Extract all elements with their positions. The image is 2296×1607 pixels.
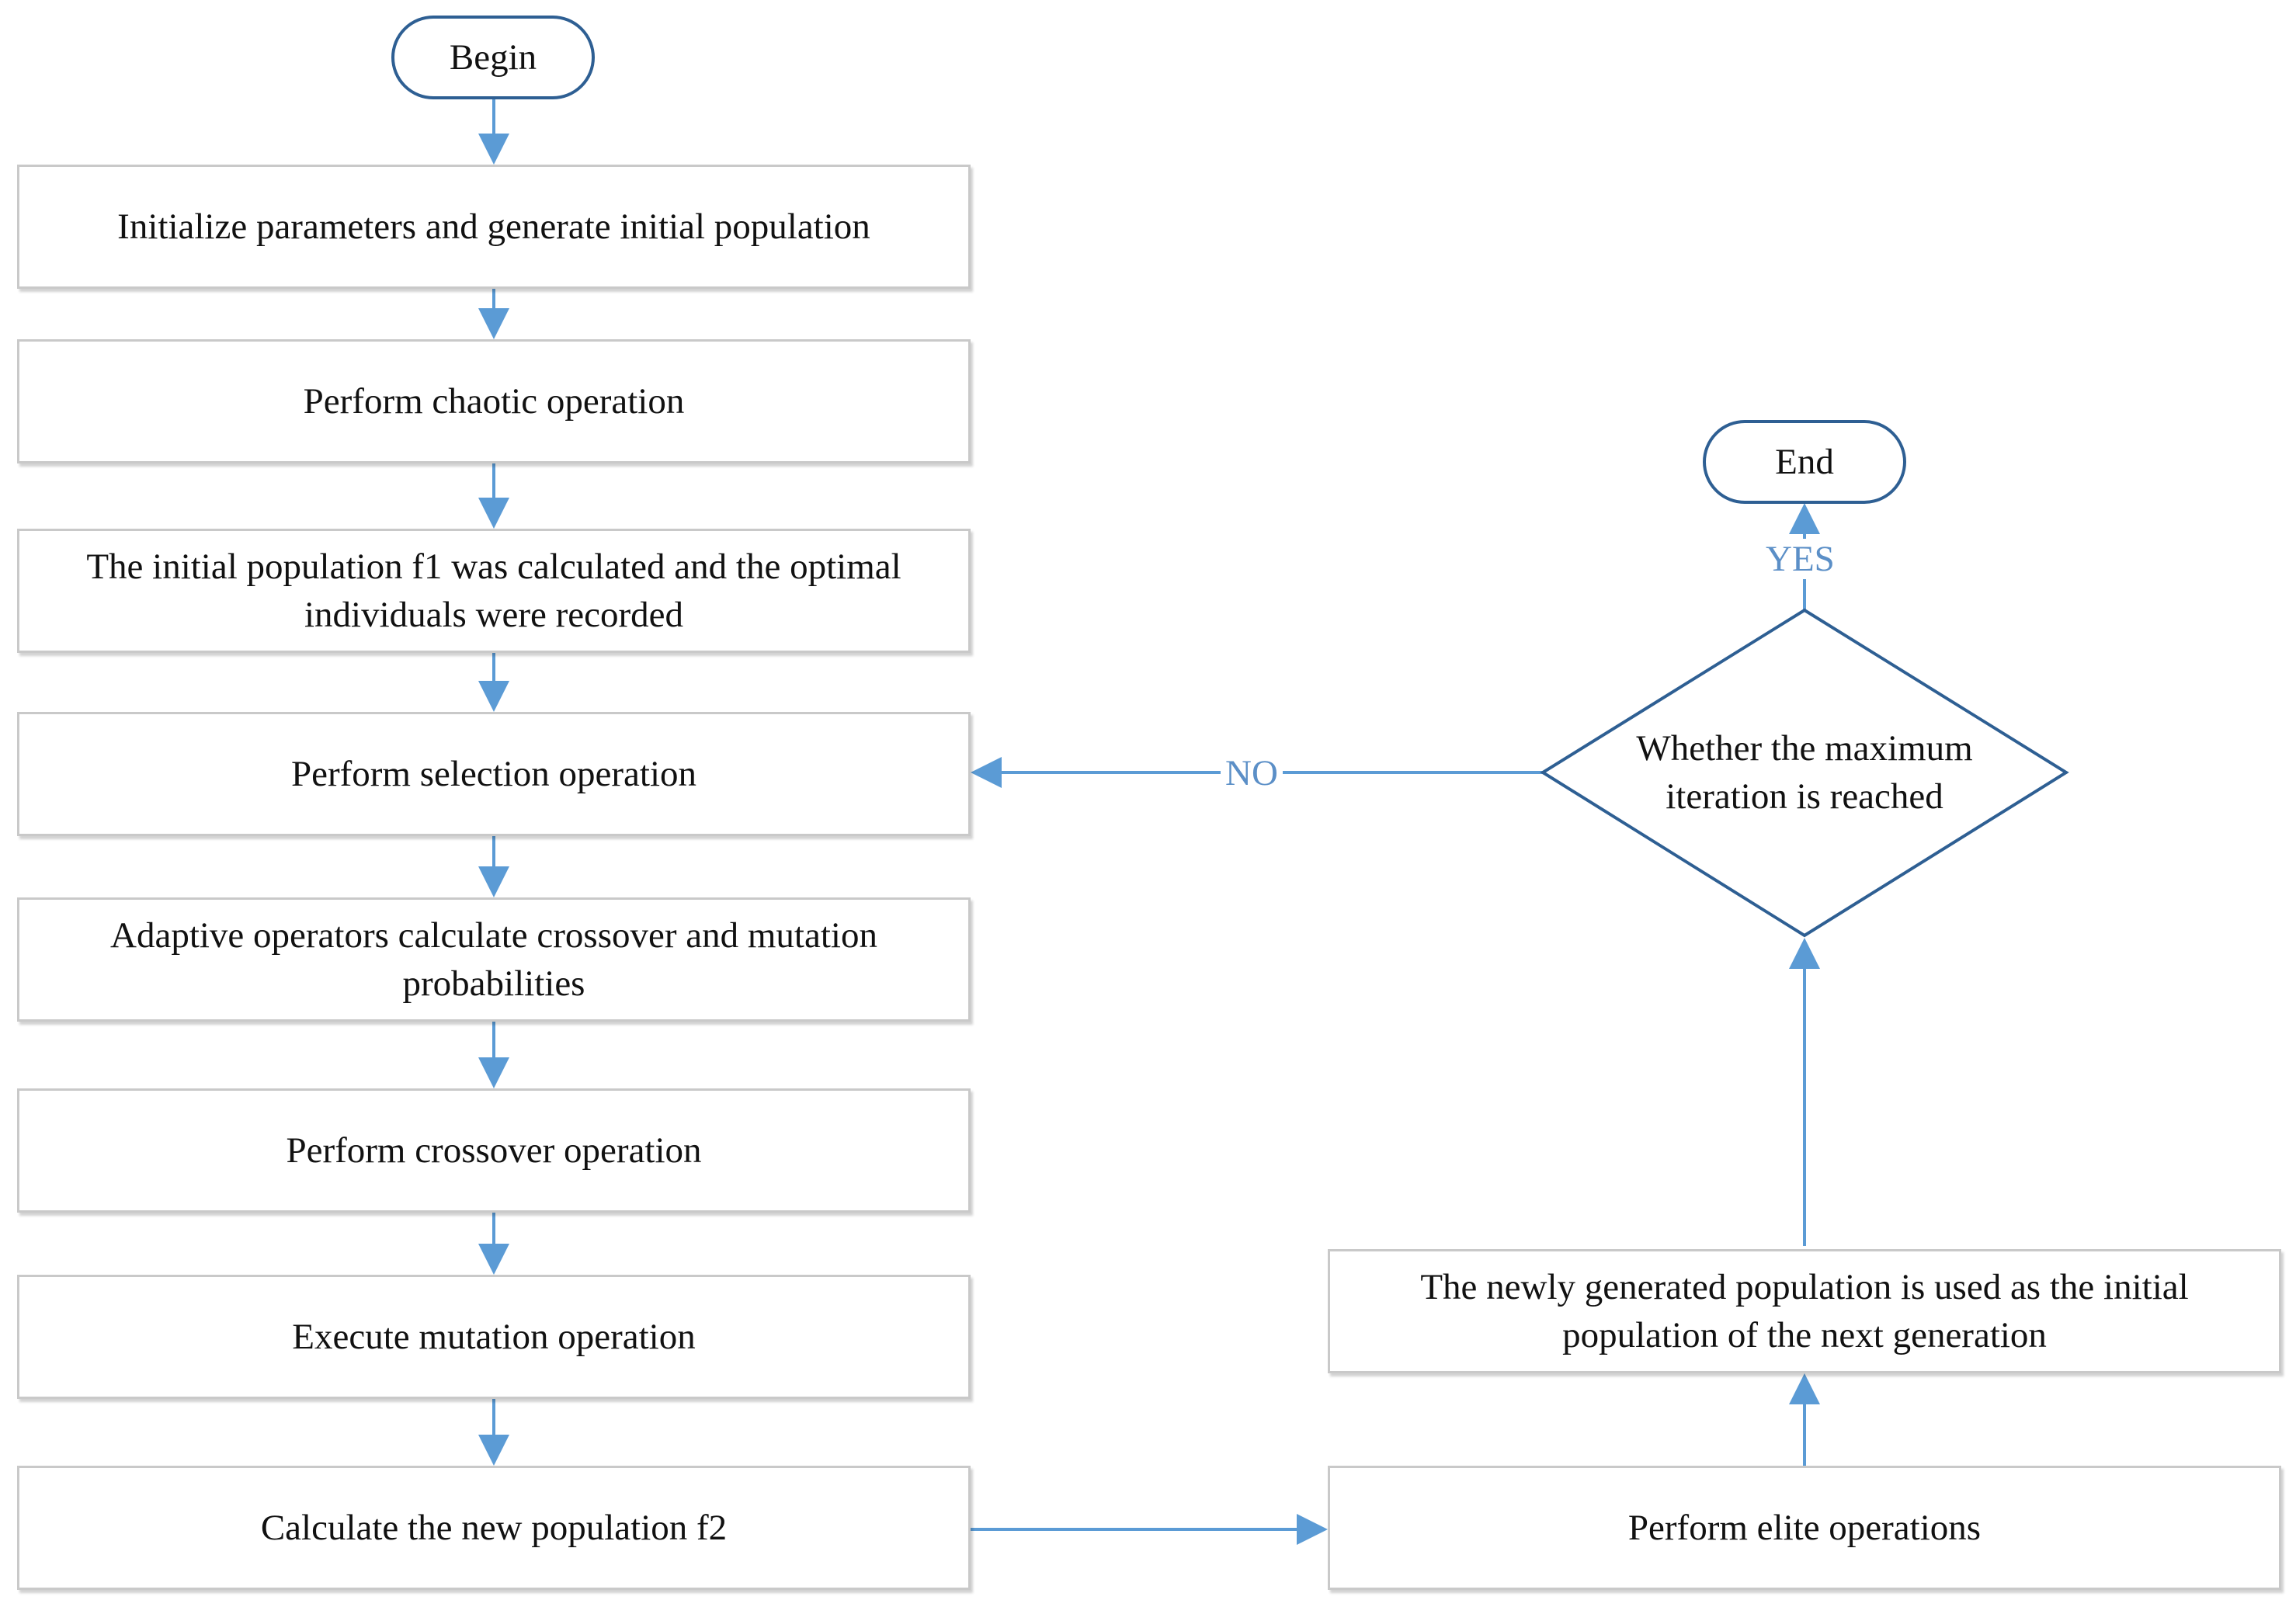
step-calculate-f1: The initial population f1 was calculated… (17, 529, 971, 653)
step-elite-operations: Perform elite operations (1328, 1466, 2281, 1590)
step-calculate-f2-label: Calculate the new population f2 (260, 1508, 728, 1548)
decision-text: Whether the maximum iteration is reached (1603, 718, 2006, 827)
begin-label: Begin (449, 37, 537, 78)
step-crossover-operation: Perform crossover operation (17, 1088, 971, 1213)
step-chaotic-operation-label: Perform chaotic operation (303, 381, 685, 422)
step-mutation-operation-label: Execute mutation operation (292, 1317, 696, 1357)
step-initialize-parameters-label: Initialize parameters and generate initi… (117, 207, 870, 247)
yes-label: YES (1761, 539, 1839, 579)
step-initialize-parameters: Initialize parameters and generate initi… (17, 165, 971, 289)
end-label: End (1775, 442, 1834, 482)
step-mutation-operation: Execute mutation operation (17, 1275, 971, 1399)
step-selection-operation: Perform selection operation (17, 712, 971, 836)
step-new-population-label: The newly generated population is used a… (1420, 1267, 2189, 1355)
end-terminal: End (1703, 420, 1906, 504)
decision-label: Whether the maximum iteration is reached (1636, 728, 1973, 817)
begin-terminal: Begin (391, 16, 595, 99)
step-adaptive-operators: Adaptive operators calculate crossover a… (17, 897, 971, 1022)
step-calculate-f1-label: The initial population f1 was calculated… (86, 547, 901, 635)
step-calculate-f2: Calculate the new population f2 (17, 1466, 971, 1590)
decision-diamond (1540, 608, 2069, 938)
step-selection-operation-label: Perform selection operation (290, 754, 697, 794)
step-chaotic-operation: Perform chaotic operation (17, 339, 971, 463)
step-adaptive-operators-label: Adaptive operators calculate crossover a… (110, 915, 877, 1004)
step-new-population: The newly generated population is used a… (1328, 1249, 2281, 1373)
no-label: NO (1221, 753, 1283, 793)
step-elite-operations-label: Perform elite operations (1627, 1508, 1982, 1548)
step-crossover-operation-label: Perform crossover operation (286, 1130, 702, 1171)
